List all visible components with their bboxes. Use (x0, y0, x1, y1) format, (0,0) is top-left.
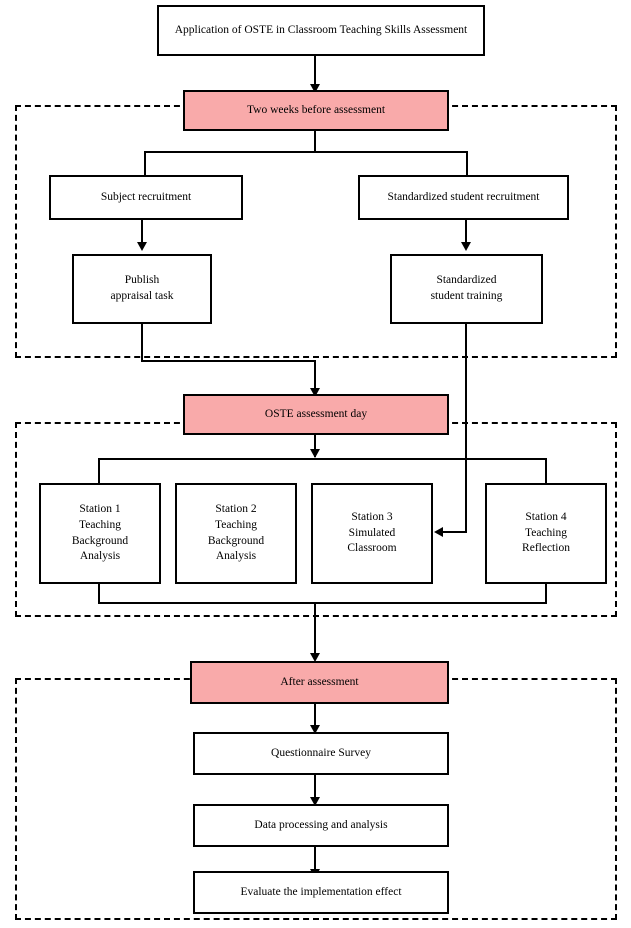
connector-phase2-to-phase3 (314, 602, 316, 658)
connector-phase1-split-bar (144, 151, 468, 153)
arrowhead-subject-to-publish (137, 242, 147, 251)
connector-title-to-phase1 (314, 56, 316, 88)
connector-publish-across (141, 360, 316, 362)
phase-banner-assessment-day: OSTE assessment day (183, 394, 449, 435)
arrowhead-sp-recruit-to-training (461, 242, 471, 251)
connector-stations-top-bar (98, 458, 546, 460)
connector-station1-bottom (98, 584, 100, 604)
arrowhead-title-to-phase1 (310, 84, 320, 93)
connector-phase1-banner-down (314, 131, 316, 153)
arrowhead-questionnaire-to-data (310, 797, 320, 806)
arrowhead-training-into-station3 (434, 527, 443, 537)
phase-banner-after-assessment: After assessment (190, 661, 449, 704)
node-standardized-student-recruitment: Standardized student recruitment (358, 175, 569, 220)
node-subject-recruitment: Subject recruitment (49, 175, 243, 220)
connector-publish-to-phase2 (314, 360, 316, 392)
connector-phase3-banner-to-questionnaire (314, 704, 316, 730)
connector-station4-top (545, 458, 547, 483)
connector-phase1-split-left (144, 151, 146, 175)
node-station-4: Station 4 Teaching Reflection (485, 483, 607, 584)
connector-phase2-banner-down (314, 435, 316, 457)
node-data-processing-and-analysis: Data processing and analysis (193, 804, 449, 847)
node-station-3: Station 3 Simulated Classroom (311, 483, 433, 584)
connector-publish-down (141, 324, 143, 362)
arrowhead-publish-to-phase2 (310, 388, 320, 397)
node-publish-appraisal-task: Publish appraisal task (72, 254, 212, 324)
node-standardized-student-training: Standardized student training (390, 254, 543, 324)
node-station-1: Station 1 Teaching Background Analysis (39, 483, 161, 584)
connector-station1-top (98, 458, 100, 483)
node-evaluate-the-implementation-effect: Evaluate the implementation effect (193, 871, 449, 914)
node-questionnaire-survey: Questionnaire Survey (193, 732, 449, 775)
connector-data-to-evaluate (314, 847, 316, 876)
connector-training-down-to-station3 (465, 324, 467, 533)
arrowhead-phase3-banner-to-questionnaire (310, 725, 320, 734)
connector-sp-recruit-to-training (465, 220, 467, 244)
connector-training-into-station3 (443, 531, 467, 533)
title-box: Application of OSTE in Classroom Teachin… (157, 5, 485, 56)
connector-station4-bottom (545, 584, 547, 604)
connector-phase1-split-right (466, 151, 468, 175)
arrowhead-phase2-to-phase3 (310, 653, 320, 662)
phase-banner-two-weeks-before: Two weeks before assessment (183, 90, 449, 131)
node-station-2: Station 2 Teaching Background Analysis (175, 483, 297, 584)
connector-subject-to-publish (141, 220, 143, 244)
connector-questionnaire-to-data (314, 775, 316, 804)
arrowhead-phase2-banner-down (310, 449, 320, 458)
connector-stations-bottom-bar (98, 602, 547, 604)
